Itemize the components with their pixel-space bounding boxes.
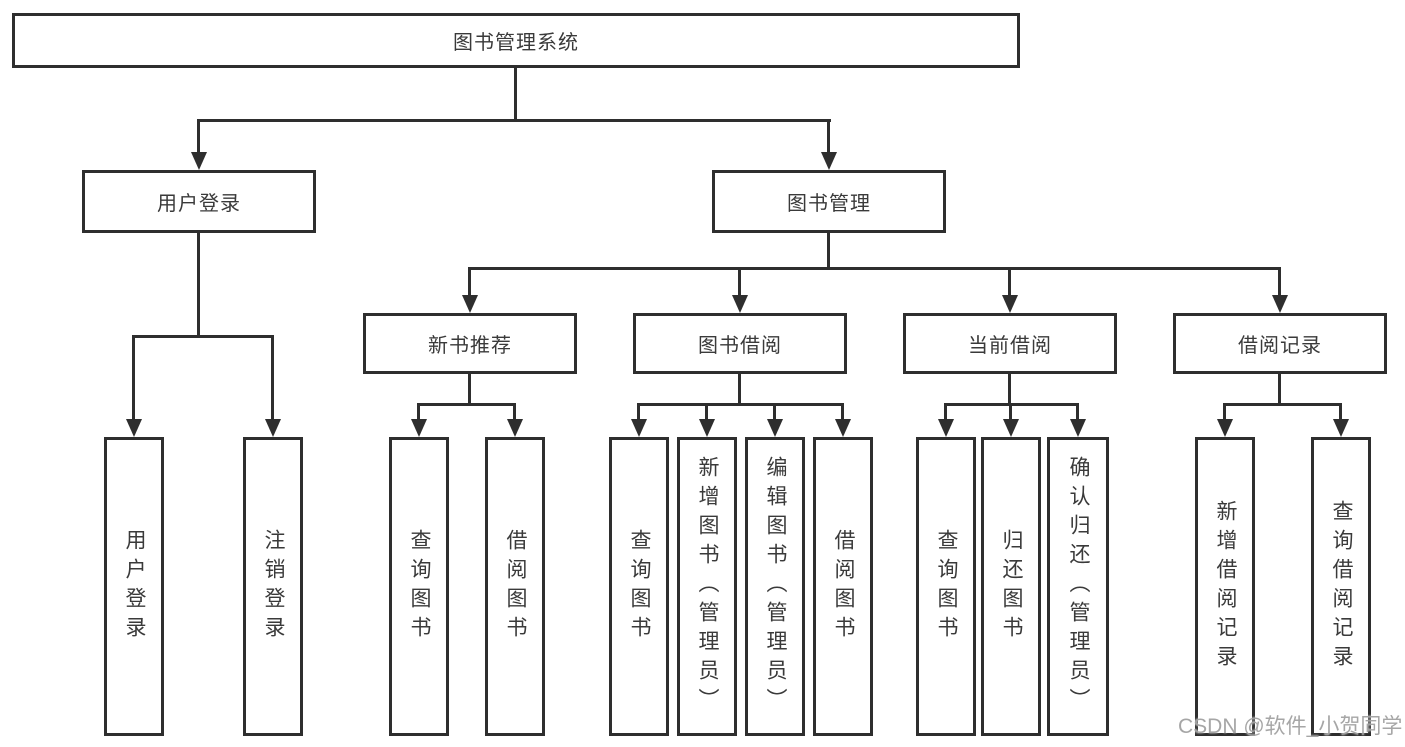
arrowhead-s2-leaf-4 (835, 419, 851, 437)
connector-user-vline (197, 233, 200, 338)
node-new-book-recommend-label: 新书推荐 (428, 335, 512, 357)
node-borrow-record-label: 借阅记录 (1238, 335, 1322, 357)
connector-book-hline (468, 267, 1281, 270)
node-leaf-add-book-admin-label: 新增图书（管理员） (696, 456, 719, 717)
arrowhead-s1-leaf-1 (411, 419, 427, 437)
connector-root-hline (197, 119, 831, 122)
node-leaf-query-borrow-record-label: 查询借阅记录 (1330, 499, 1353, 674)
node-book-borrow-label: 图书借阅 (698, 335, 782, 357)
arrowhead-s4-leaf-2 (1333, 419, 1349, 437)
arrowhead-section-4 (1272, 295, 1288, 313)
node-leaf-add-book-admin: 新增图书（管理员） (677, 437, 737, 736)
node-leaf-current-query-book: 查询图书 (916, 437, 976, 736)
connector-s3-stem-2 (1009, 403, 1012, 421)
connector-s2-vline (738, 374, 741, 406)
node-leaf-query-borrow-record: 查询借阅记录 (1311, 437, 1371, 736)
connector-s4-stem-1 (1223, 403, 1226, 421)
connector-s1-hline (417, 403, 516, 406)
node-leaf-recommend-borrow-book: 借阅图书 (485, 437, 545, 736)
connector-book-stem-4 (1278, 267, 1281, 297)
connector-s3-stem-3 (1076, 403, 1079, 421)
node-leaf-borrow-query-book: 查询图书 (609, 437, 669, 736)
node-book-management-label: 图书管理 (787, 193, 871, 215)
connector-s2-hline (637, 403, 844, 406)
connector-s1-vline (468, 374, 471, 406)
connector-s4-stem-2 (1339, 403, 1342, 421)
connector-s2-stem-4 (841, 403, 844, 421)
arrowhead-s4-leaf-1 (1217, 419, 1233, 437)
node-user-login-group: 用户登录 (82, 170, 316, 233)
arrowhead-book (821, 152, 837, 170)
arrowhead-s2-leaf-1 (631, 419, 647, 437)
node-leaf-user-login-label: 用户登录 (123, 528, 146, 645)
connector-s4-hline (1223, 403, 1342, 406)
connector-s2-stem-2 (705, 403, 708, 421)
node-leaf-logout-label: 注销登录 (262, 528, 285, 645)
arrowhead-user-leaf-1 (126, 419, 142, 437)
node-current-borrow: 当前借阅 (903, 313, 1117, 374)
arrowhead-section-2 (732, 295, 748, 313)
connector-s1-stem-2 (513, 403, 516, 421)
connector-s4-vline (1278, 374, 1281, 406)
connector-s2-stem-1 (637, 403, 640, 421)
watermark: CSDN @软件_小贺同学 (1178, 715, 1403, 738)
node-leaf-add-borrow-record: 新增借阅记录 (1195, 437, 1255, 736)
node-leaf-current-query-book-label: 查询图书 (935, 528, 958, 645)
node-leaf-borrow-book-label: 借阅图书 (832, 528, 855, 645)
connector-book-stem-1 (468, 267, 471, 297)
arrowhead-s2-leaf-2 (699, 419, 715, 437)
node-leaf-recommend-query-book: 查询图书 (389, 437, 449, 736)
node-leaf-return-book: 归还图书 (981, 437, 1041, 736)
node-leaf-logout: 注销登录 (243, 437, 303, 736)
connector-s2-stem-3 (773, 403, 776, 421)
connector-s3-vline (1008, 374, 1011, 406)
arrowhead-s2-leaf-3 (767, 419, 783, 437)
connector-user-stem-1 (132, 335, 135, 420)
node-leaf-confirm-return-admin: 确认归还（管理员） (1047, 437, 1109, 736)
node-current-borrow-label: 当前借阅 (968, 335, 1052, 357)
connector-root-stem-user (197, 119, 200, 154)
node-leaf-confirm-return-admin-label: 确认归还（管理员） (1067, 456, 1090, 717)
connector-s1-stem-1 (417, 403, 420, 421)
connector-s3-stem-1 (944, 403, 947, 421)
node-leaf-borrow-book: 借阅图书 (813, 437, 873, 736)
node-book-borrow: 图书借阅 (633, 313, 847, 374)
node-user-login-group-label: 用户登录 (157, 193, 241, 215)
connector-root-vline (514, 68, 517, 121)
node-leaf-recommend-query-book-label: 查询图书 (408, 528, 431, 645)
node-book-management: 图书管理 (712, 170, 946, 233)
node-leaf-user-login: 用户登录 (104, 437, 164, 736)
connector-book-stem-2 (738, 267, 741, 297)
node-new-book-recommend: 新书推荐 (363, 313, 577, 374)
arrowhead-user (191, 152, 207, 170)
arrowhead-s3-leaf-3 (1070, 419, 1086, 437)
connector-book-stem-3 (1008, 267, 1011, 297)
arrowhead-s3-leaf-1 (938, 419, 954, 437)
arrowhead-section-1 (462, 295, 478, 313)
node-leaf-edit-book-admin: 编辑图书（管理员） (745, 437, 805, 736)
connector-user-stem-2 (271, 335, 274, 420)
node-root-label: 图书管理系统 (453, 32, 579, 54)
connector-user-hline (132, 335, 274, 338)
arrowhead-s3-leaf-2 (1003, 419, 1019, 437)
arrowhead-s1-leaf-2 (507, 419, 523, 437)
node-root: 图书管理系统 (12, 13, 1020, 68)
node-leaf-return-book-label: 归还图书 (1000, 528, 1023, 645)
arrowhead-user-leaf-2 (265, 419, 281, 437)
arrowhead-section-3 (1002, 295, 1018, 313)
node-borrow-record: 借阅记录 (1173, 313, 1387, 374)
node-leaf-add-borrow-record-label: 新增借阅记录 (1214, 499, 1237, 674)
node-leaf-edit-book-admin-label: 编辑图书（管理员） (764, 456, 787, 717)
connector-book-vline (827, 233, 830, 270)
node-leaf-borrow-query-book-label: 查询图书 (628, 528, 651, 645)
connector-root-stem-book (827, 119, 830, 154)
node-leaf-recommend-borrow-book-label: 借阅图书 (504, 528, 527, 645)
